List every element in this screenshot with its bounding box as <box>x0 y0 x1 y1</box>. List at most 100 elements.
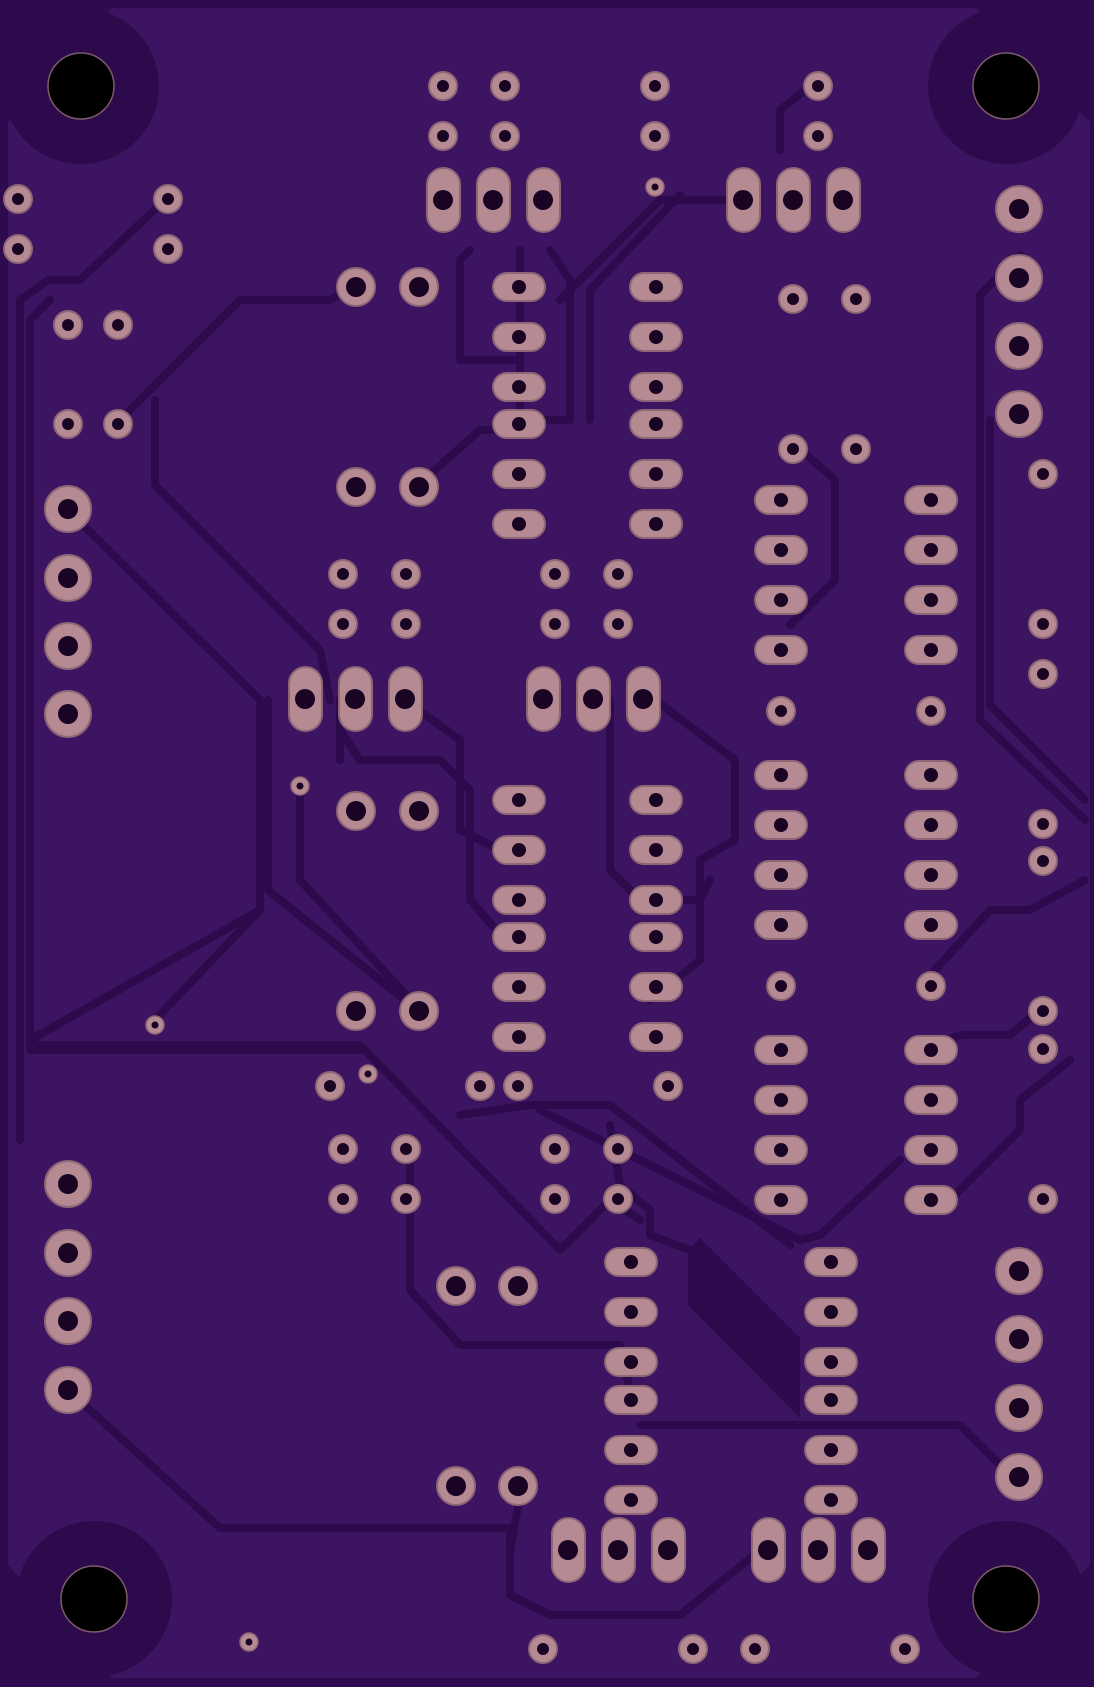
drill-hole <box>437 130 449 142</box>
drill-hole <box>483 190 503 210</box>
drill-hole <box>400 1193 412 1205</box>
drill-hole <box>775 705 787 717</box>
drill-hole <box>337 618 349 630</box>
drill-hole <box>624 1305 638 1319</box>
drill-hole <box>649 980 663 994</box>
drill-hole <box>512 280 526 294</box>
drill-hole <box>633 689 653 709</box>
drill-hole <box>346 477 366 497</box>
drill-hole <box>533 190 553 210</box>
small-pads <box>3 71 1058 1664</box>
drill-hole <box>649 467 663 481</box>
drill-hole <box>649 280 663 294</box>
drill-hole <box>774 1093 788 1107</box>
drill-hole <box>824 1443 838 1457</box>
drill-hole <box>662 1080 674 1092</box>
drill-hole <box>624 1493 638 1507</box>
drill-hole <box>400 568 412 580</box>
drill-hole <box>924 818 938 832</box>
drill-holes <box>12 80 1049 1655</box>
drill-hole <box>474 1080 486 1092</box>
drill-hole <box>549 1143 561 1155</box>
drill-hole <box>112 418 124 430</box>
drill-hole <box>1009 336 1029 356</box>
drill-hole <box>337 1193 349 1205</box>
drill-hole <box>395 689 415 709</box>
drill-hole <box>649 130 661 142</box>
drill-hole <box>324 1080 336 1092</box>
drill-hole <box>733 190 753 210</box>
drill-hole <box>787 293 799 305</box>
drill-hole <box>824 1355 838 1369</box>
drill-hole <box>924 768 938 782</box>
drill-hole <box>346 1001 366 1021</box>
drill-hole <box>649 793 663 807</box>
drill-hole <box>508 1476 528 1496</box>
drill-hole <box>774 643 788 657</box>
drill-hole <box>612 1193 624 1205</box>
drill-hole <box>346 277 366 297</box>
drill-hole <box>1009 1398 1029 1418</box>
drill-hole <box>499 80 511 92</box>
drill-hole <box>1037 1005 1049 1017</box>
drill-hole <box>850 293 862 305</box>
drill-hole <box>774 868 788 882</box>
drill-hole <box>833 190 853 210</box>
drill-hole <box>899 1643 911 1655</box>
drill-hole <box>583 689 603 709</box>
drill-hole <box>924 918 938 932</box>
drill-hole <box>58 1311 78 1331</box>
drill-hole <box>649 80 661 92</box>
drill-hole <box>1037 1043 1049 1055</box>
drill-hole <box>12 243 24 255</box>
drill-hole <box>512 517 526 531</box>
drill-hole <box>337 568 349 580</box>
drill-hole <box>924 1143 938 1157</box>
drill-hole <box>612 568 624 580</box>
drill-hole <box>508 1276 528 1296</box>
drill-hole <box>924 643 938 657</box>
mount-hole-bl <box>60 1565 128 1633</box>
drill-hole <box>1009 268 1029 288</box>
drill-hole <box>437 80 449 92</box>
drill-hole <box>774 918 788 932</box>
drill-hole <box>512 1030 526 1044</box>
drill-hole <box>1009 199 1029 219</box>
drill-hole <box>346 801 366 821</box>
drill-hole <box>612 1143 624 1155</box>
drill-hole <box>58 1380 78 1400</box>
drill-hole <box>1037 1193 1049 1205</box>
drill-hole <box>924 593 938 607</box>
drill-hole <box>400 1143 412 1155</box>
drill-hole <box>1037 818 1049 830</box>
drill-hole <box>824 1305 838 1319</box>
keepout-region <box>688 1238 800 1418</box>
drill-hole <box>774 493 788 507</box>
drill-hole <box>824 1493 838 1507</box>
drill-hole <box>58 1174 78 1194</box>
drill-hole <box>624 1393 638 1407</box>
drill-hole <box>1037 855 1049 867</box>
drill-hole <box>775 980 787 992</box>
drill-hole <box>924 543 938 557</box>
drill-hole <box>558 1540 578 1560</box>
drill-hole <box>808 1540 828 1560</box>
drill-hole <box>774 1143 788 1157</box>
via-drill <box>296 782 304 790</box>
drill-hole <box>824 1255 838 1269</box>
drill-hole <box>409 277 429 297</box>
drill-hole <box>783 190 803 210</box>
drill-hole <box>925 705 937 717</box>
drill-hole <box>512 380 526 394</box>
via-drill <box>151 1021 159 1029</box>
drill-hole <box>512 893 526 907</box>
drill-hole <box>433 190 453 210</box>
drill-hole <box>749 1643 761 1655</box>
mounting-holes <box>3 8 1084 1677</box>
drill-hole <box>58 704 78 724</box>
drill-hole <box>774 818 788 832</box>
drill-hole <box>62 418 74 430</box>
drill-hole <box>1037 468 1049 480</box>
via-drill <box>245 1638 253 1646</box>
